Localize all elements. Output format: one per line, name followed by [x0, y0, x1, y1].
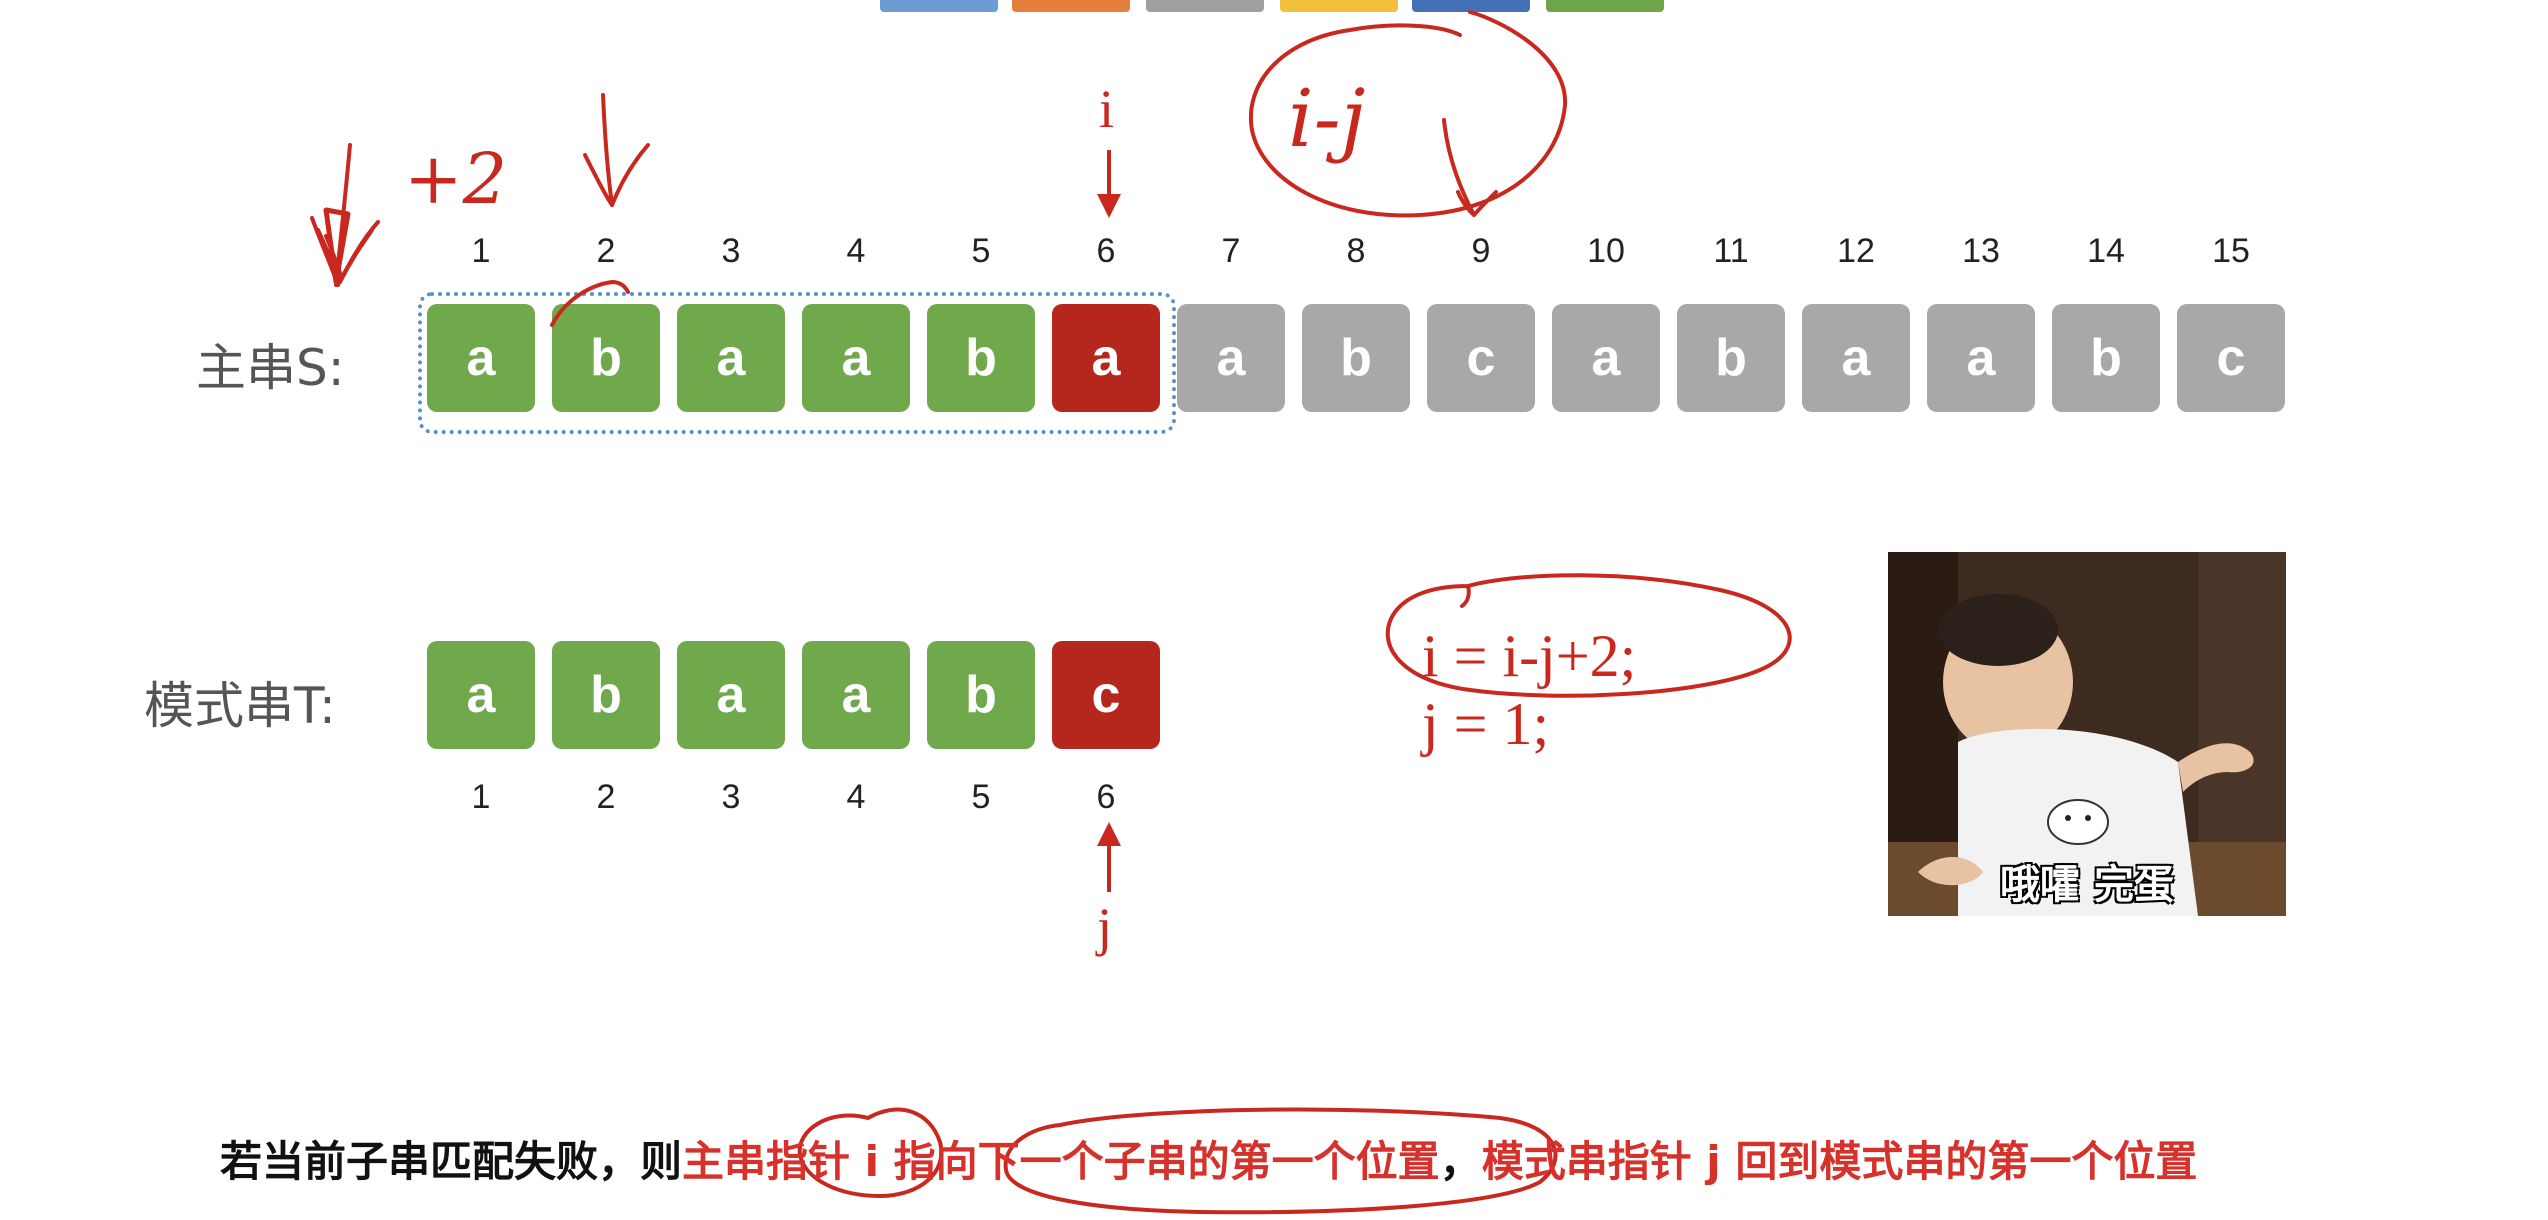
- caption-part-2: 主串指针 i 指向下一个子串的第一个位置: [682, 1137, 1440, 1186]
- main-string-cell: a: [802, 304, 910, 412]
- pattern-string-cell: b: [927, 641, 1035, 749]
- meme-image: 哦嚯 完蛋: [1888, 552, 2286, 916]
- main-string-cell: c: [2177, 304, 2285, 412]
- pattern-string-position-number: 3: [721, 778, 741, 816]
- main-string-position-number: 15: [2212, 232, 2250, 270]
- main-string-position-number: 2: [596, 232, 616, 270]
- pattern-string-position-number: 1: [471, 778, 491, 816]
- handwritten-ellipse-ij: [1248, 10, 1568, 218]
- pattern-string-position-number: 5: [971, 778, 991, 816]
- main-string-cell: a: [1177, 304, 1285, 412]
- top-bar-5: [1412, 0, 1530, 12]
- main-string-cell: a: [427, 304, 535, 412]
- meme-illustration: [1888, 552, 2286, 916]
- main-string-cell: b: [552, 304, 660, 412]
- top-bar-1: [880, 0, 998, 12]
- formula-line-1: i = i-j+2;: [1422, 623, 1637, 689]
- caption-part-3: ，: [1439, 1137, 1482, 1186]
- main-string-cell: a: [1802, 304, 1910, 412]
- pattern-string-cell: a: [802, 641, 910, 749]
- main-string-position-number: 5: [971, 232, 991, 270]
- pointer-i-arrow: [1097, 150, 1121, 218]
- handwritten-arrow-pos2: [601, 93, 614, 207]
- explanation-caption: 若当前子串匹配失败，则主串指针 i 指向下一个子串的第一个位置，模式串指针 j …: [220, 1128, 2197, 1189]
- pattern-string-position-number: 4: [846, 778, 866, 816]
- top-bar-4: [1280, 0, 1398, 12]
- pointer-j-arrow: [1097, 822, 1121, 892]
- main-string-label: 主串S:: [196, 339, 345, 397]
- top-bar-3: [1146, 0, 1264, 12]
- handwritten-circle-next: [1003, 1107, 1558, 1215]
- main-string-position-number: 11: [1713, 232, 1749, 270]
- main-string-cell: a: [1927, 304, 2035, 412]
- handwritten-arc-b: [550, 280, 630, 327]
- main-string-position-number: 12: [1837, 232, 1875, 270]
- pattern-string-cell: c: [1052, 641, 1160, 749]
- caption-part-4: 模式串指针 j 回到模式串的第一个位置: [1481, 1137, 2198, 1186]
- main-string-position-number: 7: [1221, 232, 1241, 270]
- main-string-position-number: 9: [1471, 232, 1491, 270]
- main-string-position-number: 3: [721, 232, 741, 270]
- pointer-j-label: j: [1097, 897, 1113, 957]
- main-string-cell: a: [1052, 304, 1160, 412]
- main-string-cell: b: [1677, 304, 1785, 412]
- main-string-cell: b: [927, 304, 1035, 412]
- main-string-cell: a: [1552, 304, 1660, 412]
- pattern-string-cell: b: [552, 641, 660, 749]
- pattern-string-label: 模式串T:: [144, 677, 336, 735]
- pointer-i-label: i: [1099, 79, 1115, 139]
- pattern-string-cell: a: [427, 641, 535, 749]
- meme-caption: 哦嚯 完蛋: [2000, 862, 2174, 908]
- main-string-position-number: 6: [1096, 232, 1116, 270]
- handwritten-plus-two: +2: [404, 138, 508, 220]
- main-string-position-number: 13: [1962, 232, 2000, 270]
- handwritten-i-minus-j: i-j: [1288, 72, 1366, 165]
- pattern-string-position-number: 6: [1096, 778, 1116, 816]
- caption-part-1: 若当前子串匹配失败，则: [220, 1137, 683, 1186]
- main-string-position-number: 14: [2087, 232, 2125, 270]
- handwritten-ellipse-formula: [1385, 573, 1792, 698]
- main-string-position-number: 4: [846, 232, 866, 270]
- main-string-position-number: 10: [1587, 232, 1625, 270]
- main-string-position-number: 1: [471, 232, 491, 270]
- top-bar-6: [1546, 0, 1664, 12]
- main-string-cell: c: [1427, 304, 1535, 412]
- comparison-window: [418, 292, 1176, 434]
- pattern-string-position-number: 2: [596, 778, 616, 816]
- main-string-cell: a: [677, 304, 785, 412]
- handwritten-circle-i: [797, 1107, 944, 1198]
- formula-line-2: j = 1;: [1422, 691, 1550, 757]
- top-bar-2: [1012, 0, 1130, 12]
- main-string-position-number: 8: [1346, 232, 1366, 270]
- main-string-cell: b: [2052, 304, 2160, 412]
- pattern-string-cell: a: [677, 641, 785, 749]
- main-string-cell: b: [1302, 304, 1410, 412]
